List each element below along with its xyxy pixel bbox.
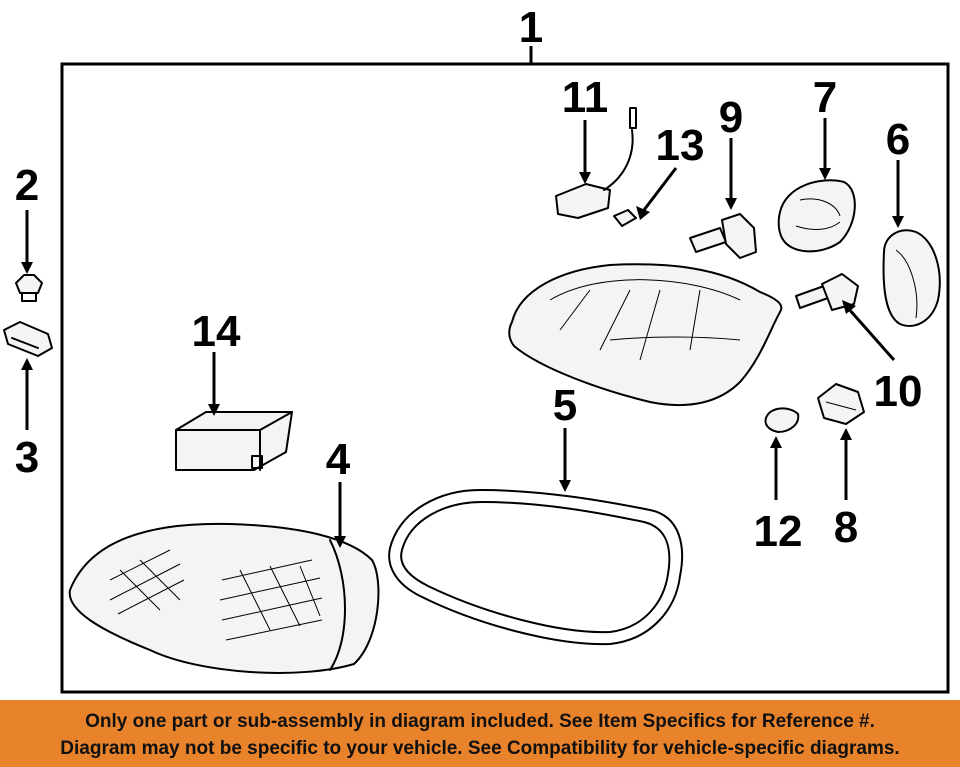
- bulb-part-9: [689, 213, 757, 259]
- callout-11: 11: [562, 73, 609, 122]
- headlamp-exploded-diagram: 1 2 3 4 5 6 7 8 9 10 11 12 13 14: [3, 3, 950, 694]
- callout-14: 14: [192, 307, 241, 356]
- leader-13: [642, 167, 678, 211]
- callout-6: 6: [886, 115, 910, 164]
- arrow-13: [636, 206, 650, 220]
- disclaimer-line-1: Only one part or sub-assembly in diagram…: [85, 711, 875, 732]
- module-part-14: [175, 411, 293, 471]
- arrow-5: [559, 480, 571, 492]
- callout-7: 7: [813, 73, 837, 122]
- callout-3: 3: [15, 433, 39, 482]
- bulb-part-12: [764, 407, 800, 433]
- seal-part-5: [388, 489, 684, 646]
- callout-2: 2: [15, 161, 39, 210]
- callout-10: 10: [874, 367, 923, 416]
- callout-1: 1: [519, 3, 543, 52]
- callout-12: 12: [754, 507, 803, 556]
- lens-part-4: [68, 522, 380, 674]
- side-lamp-part-6: [882, 229, 941, 327]
- leader-10: [846, 307, 896, 361]
- arrow-4: [334, 536, 346, 548]
- arrow-6: [892, 216, 904, 228]
- callout-4: 4: [326, 435, 351, 484]
- bolt-part-2: [15, 274, 43, 302]
- arrow-8: [840, 428, 852, 440]
- bracket-part-3: [3, 321, 53, 357]
- bulb-part-13: [613, 209, 637, 227]
- socket-part-8: [817, 383, 865, 425]
- socket-part-11: [555, 107, 637, 219]
- callout-5: 5: [553, 381, 577, 430]
- arrow-11: [579, 172, 591, 184]
- callout-8: 8: [834, 503, 858, 552]
- arrow-7: [819, 168, 831, 180]
- disclaimer-banner: Only one part or sub-assembly in diagram…: [0, 700, 960, 767]
- cap-part-7: [777, 179, 856, 253]
- disclaimer-line-2: Diagram may not be specific to your vehi…: [60, 738, 900, 759]
- housing-assembly: [508, 263, 783, 407]
- arrow-2: [21, 262, 33, 274]
- arrow-9: [725, 198, 737, 210]
- socket-part-10: [795, 273, 859, 311]
- callout-13: 13: [656, 121, 705, 170]
- assembly-frame: [60, 62, 950, 694]
- arrow-10: [842, 300, 856, 314]
- arrow-3: [21, 358, 33, 370]
- arrow-12: [770, 436, 782, 448]
- callout-9: 9: [719, 93, 743, 142]
- arrow-14: [208, 404, 220, 416]
